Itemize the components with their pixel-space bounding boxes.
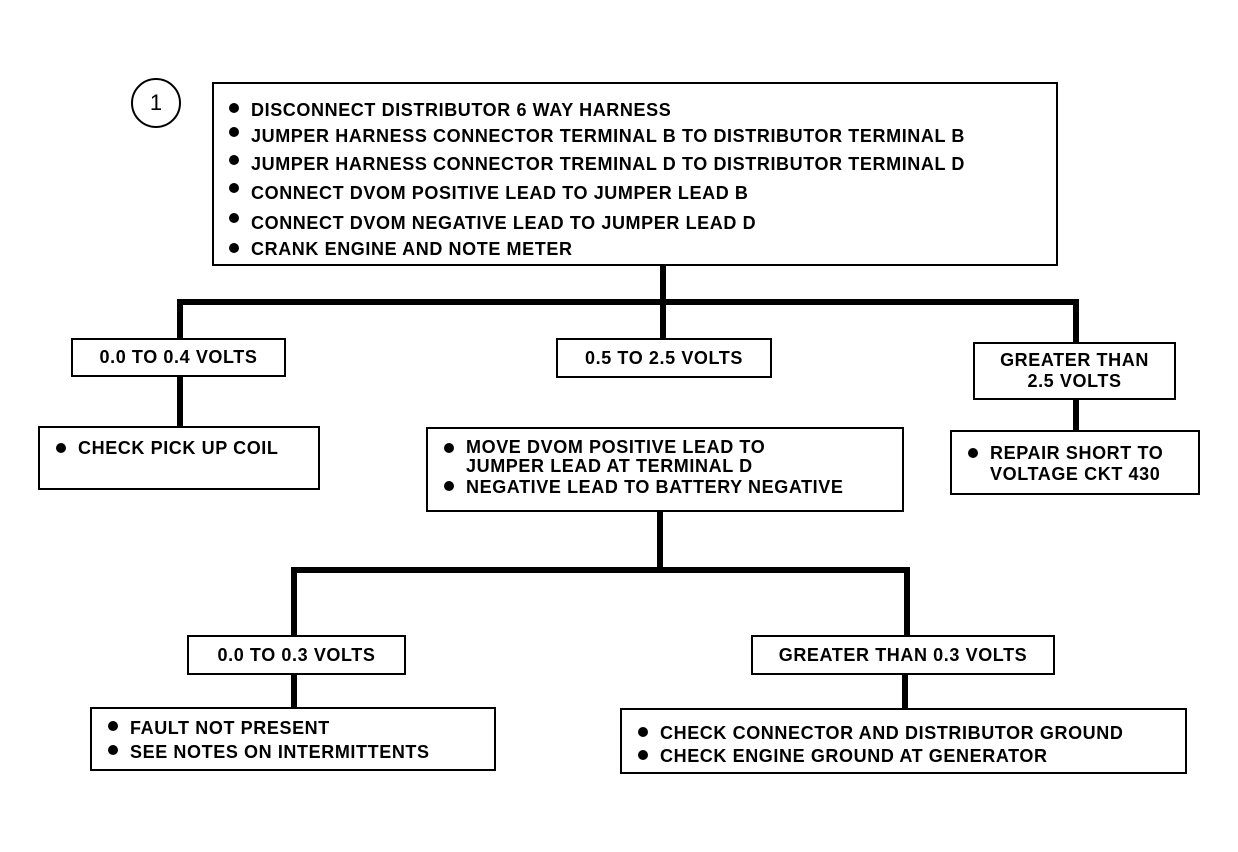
main-instruction-list: DISCONNECT DISTRIBUTOR 6 WAY HARNESS JUM… <box>227 98 1056 260</box>
main-instruction-box: DISCONNECT DISTRIBUTOR 6 WAY HARNESS JUM… <box>212 82 1058 266</box>
sub-action-high-list: CHECK CONNECTOR AND DISTRIBUTOR GROUND C… <box>636 722 1185 768</box>
condition-high-box: GREATER THAN 2.5 VOLTS <box>973 342 1176 400</box>
condition-low-box: 0.0 TO 0.4 VOLTS <box>71 338 286 377</box>
action-low-item: CHECK PICK UP COIL <box>54 438 318 459</box>
action-low-list: CHECK PICK UP COIL <box>54 438 318 459</box>
sub-action-high-box: CHECK CONNECTOR AND DISTRIBUTOR GROUND C… <box>620 708 1187 774</box>
condition-low-label: 0.0 TO 0.4 VOLTS <box>99 347 258 367</box>
main-instruction-item: CONNECT DVOM POSITIVE LEAD TO JUMPER LEA… <box>227 178 1056 208</box>
condition-high-label-line1: GREATER THAN <box>1000 350 1149 370</box>
sub-action-low-box: FAULT NOT PRESENT SEE NOTES ON INTERMITT… <box>90 707 496 771</box>
sub-action-low-list: FAULT NOT PRESENT SEE NOTES ON INTERMITT… <box>106 716 494 764</box>
main-instruction-item: DISCONNECT DISTRIBUTOR 6 WAY HARNESS <box>227 98 1056 122</box>
condition-mid-label: 0.5 TO 2.5 VOLTS <box>585 347 743 368</box>
main-instruction-item: CRANK ENGINE AND NOTE METER <box>227 238 1056 260</box>
main-instruction-item: JUMPER HARNESS CONNECTOR TREMINAL D TO D… <box>227 150 1056 178</box>
sub-condition-low-label: 0.0 TO 0.3 VOLTS <box>217 644 376 665</box>
action-mid-box: MOVE DVOM POSITIVE LEAD TO JUMPER LEAD A… <box>426 427 904 512</box>
sub-action-low-item: FAULT NOT PRESENT <box>106 716 494 740</box>
action-mid-item: NEGATIVE LEAD TO BATTERY NEGATIVE <box>442 476 902 499</box>
step-number-circle: 1 <box>131 78 181 128</box>
sub-action-low-item: SEE NOTES ON INTERMITTENTS <box>106 740 494 764</box>
condition-mid-box: 0.5 TO 2.5 VOLTS <box>556 338 772 378</box>
action-high-continuation: VOLTAGE CKT 430 <box>990 464 1161 484</box>
main-instruction-item: CONNECT DVOM NEGATIVE LEAD TO JUMPER LEA… <box>227 208 1056 238</box>
action-low-box: CHECK PICK UP COIL <box>38 426 320 490</box>
action-high-box: REPAIR SHORT TO VOLTAGE CKT 430 <box>950 430 1200 495</box>
action-high-item: REPAIR SHORT TO <box>966 443 1198 464</box>
action-high-list: REPAIR SHORT TO VOLTAGE CKT 430 <box>966 443 1198 485</box>
main-instruction-item: JUMPER HARNESS CONNECTOR TERMINAL B TO D… <box>227 122 1056 150</box>
sub-action-high-item: CHECK ENGINE GROUND AT GENERATOR <box>636 745 1185 768</box>
sub-condition-high-box: GREATER THAN 0.3 VOLTS <box>751 635 1055 675</box>
sub-condition-low-box: 0.0 TO 0.3 VOLTS <box>187 635 406 675</box>
action-mid-list: MOVE DVOM POSITIVE LEAD TO JUMPER LEAD A… <box>442 438 902 499</box>
condition-high-label-line2: 2.5 VOLTS <box>1027 371 1122 391</box>
sub-condition-high-label: GREATER THAN 0.3 VOLTS <box>778 644 1028 665</box>
sub-action-high-item: CHECK CONNECTOR AND DISTRIBUTOR GROUND <box>636 722 1185 745</box>
action-mid-continuation: JUMPER LEAD AT TERMINAL D <box>466 456 753 476</box>
action-mid-item: MOVE DVOM POSITIVE LEAD TO <box>442 438 902 457</box>
